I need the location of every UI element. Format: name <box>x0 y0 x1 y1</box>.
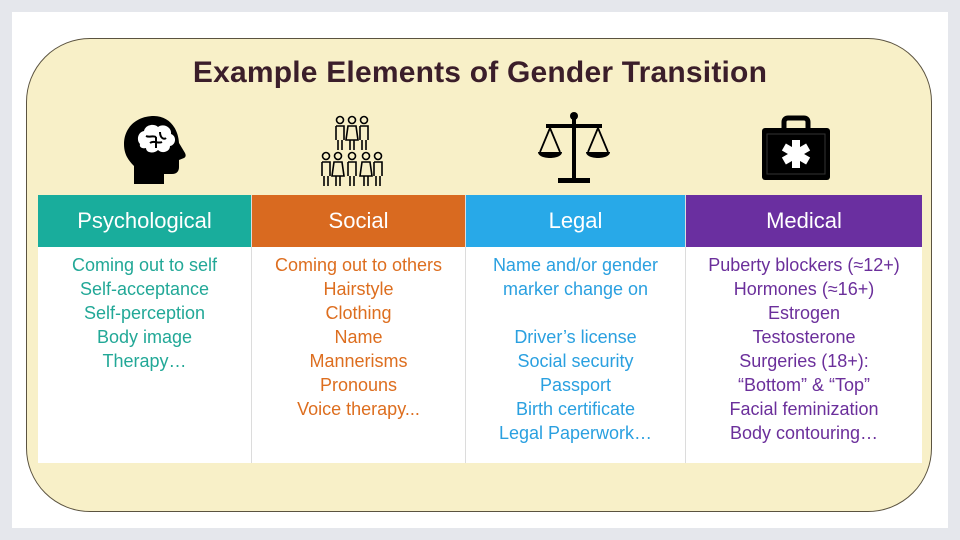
column-psychological: Psychological Coming out to self Self-ac… <box>38 195 252 463</box>
column-body: Coming out to self Self-acceptance Self-… <box>38 247 251 463</box>
list-item: Self-perception <box>83 303 206 323</box>
list-item: Mannerisms <box>309 351 408 371</box>
column-social: Social Coming out to others Hairstyle Cl… <box>252 195 466 463</box>
list-item: Name <box>334 327 383 347</box>
list-item: Self-acceptance <box>79 279 210 299</box>
list-item: Name and/or gender <box>492 255 659 275</box>
medical-kit-icon <box>756 110 836 190</box>
list-item: Estrogen <box>767 303 841 323</box>
list-item: Passport <box>539 375 612 395</box>
column-body: Puberty blockers (≈12+) Hormones (≈16+) … <box>686 247 922 463</box>
list-spacer <box>466 301 685 325</box>
brain-head-icon <box>116 110 196 190</box>
list-item: Clothing <box>325 303 392 323</box>
column-header: Social <box>252 195 465 247</box>
column-header: Legal <box>466 195 685 247</box>
list-item: “Bottom” & “Top” <box>737 375 871 395</box>
column-header: Medical <box>686 195 922 247</box>
list-item: Surgeries (18+): <box>739 351 869 371</box>
transition-elements-table: Psychological Coming out to self Self-ac… <box>38 195 922 463</box>
column-medical: Medical Puberty blockers (≈12+) Hormones… <box>686 195 922 463</box>
list-item: Testosterone <box>752 327 856 347</box>
column-body: Coming out to others Hairstyle Clothing … <box>252 247 465 463</box>
column-header: Psychological <box>38 195 251 247</box>
list-item: Therapy… <box>102 351 187 371</box>
list-item: Driver’s license <box>514 327 637 347</box>
list-item: Coming out to self <box>71 255 218 275</box>
list-item: marker change on <box>502 279 649 299</box>
list-item: Birth certificate <box>515 399 636 419</box>
list-item: Hormones (≈16+) <box>733 279 875 299</box>
column-body: Name and/or gender marker change on Driv… <box>466 247 685 463</box>
list-item: Pronouns <box>319 375 398 395</box>
scales-of-justice-icon <box>534 110 614 190</box>
list-item: Puberty blockers (≈12+) <box>708 255 900 275</box>
slide-title: Example Elements of Gender Transition <box>192 56 768 89</box>
list-item: Voice therapy... <box>297 399 420 419</box>
list-item: Body contouring… <box>729 423 879 443</box>
list-item: Facial feminization <box>729 399 879 419</box>
list-item: Body image <box>96 327 193 347</box>
list-item: Social security <box>517 351 634 371</box>
list-item: Hairstyle <box>323 279 394 299</box>
people-group-icon <box>312 110 392 190</box>
list-item: Coming out to others <box>274 255 443 275</box>
column-legal: Legal Name and/or gender marker change o… <box>466 195 686 463</box>
slide: Example Elements of Gender Transition <box>12 12 948 528</box>
list-item: Legal Paperwork… <box>498 423 653 443</box>
